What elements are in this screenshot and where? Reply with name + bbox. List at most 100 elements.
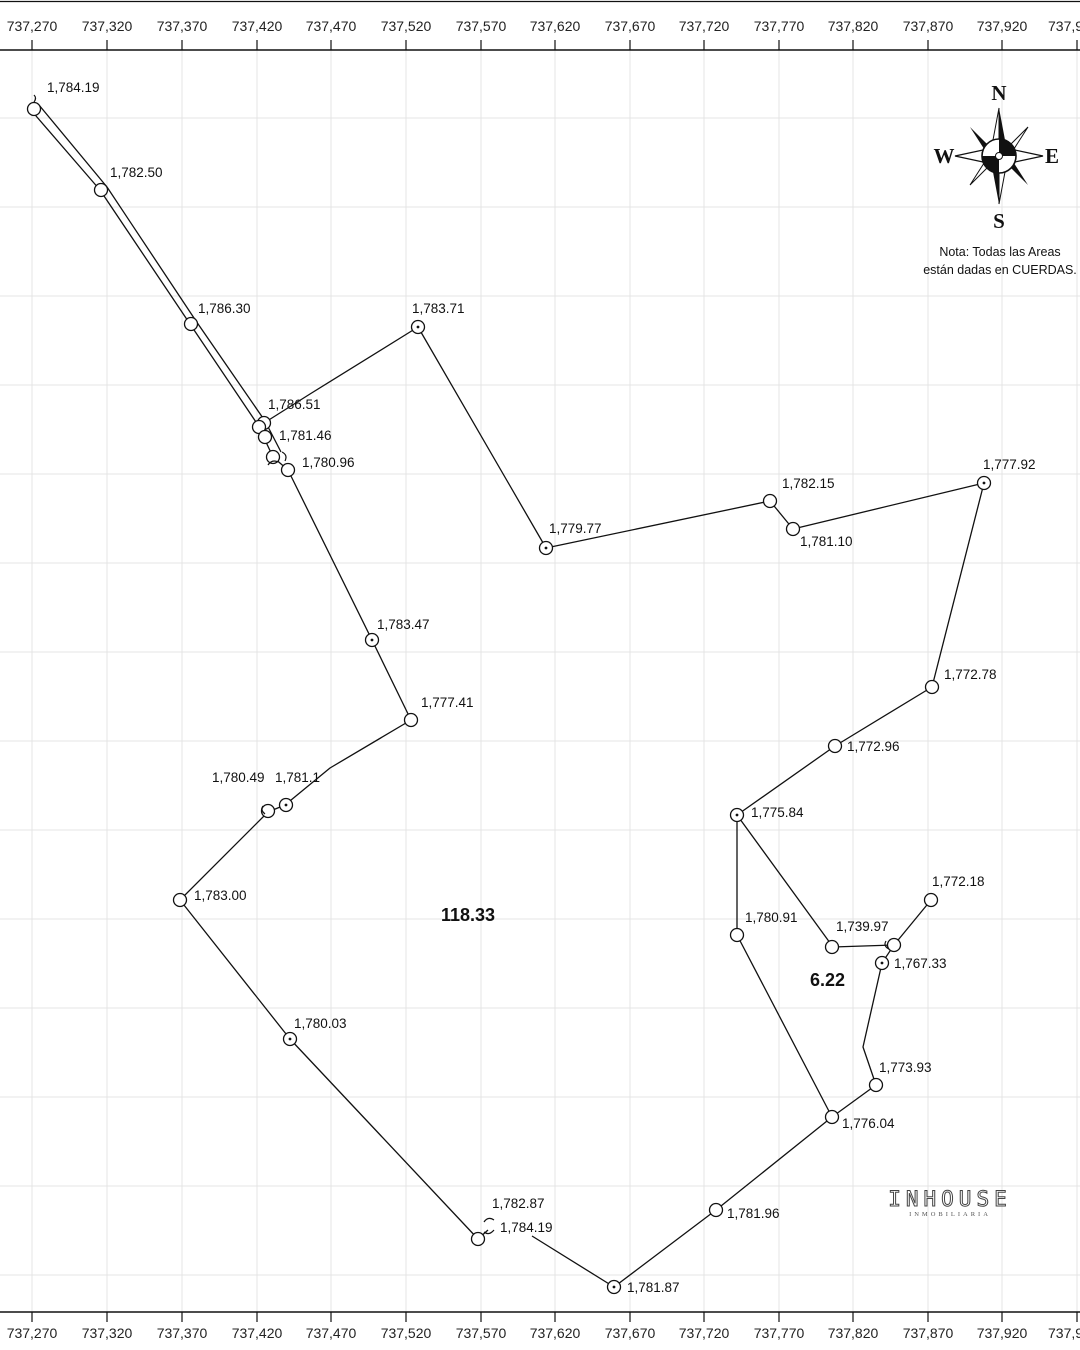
- survey-point: [924, 679, 940, 695]
- area-label-main: 118.33: [441, 905, 495, 925]
- point-label: 1,782.87: [492, 1196, 545, 1211]
- point-label: 1,781.46: [279, 428, 332, 443]
- point-label: 1,784.19: [500, 1220, 553, 1235]
- bottom-tick-label: 737,9: [1048, 1325, 1080, 1341]
- top-axis: 737,270 737,320 737,370 737,420 737,470 …: [7, 18, 1080, 50]
- point-label: 1,779.77: [549, 521, 602, 536]
- point-label: 1,739.97: [836, 919, 889, 934]
- area-note-line2: están dadas en CUERDAS.: [923, 263, 1077, 277]
- point-label: 1,784.19: [47, 80, 100, 95]
- top-tick-label: 737,9: [1048, 18, 1080, 34]
- bottom-tick-label: 737,720: [679, 1325, 730, 1341]
- survey-point: [785, 521, 801, 537]
- point-label: 1,772.18: [932, 874, 985, 889]
- grid: [0, 50, 1080, 1312]
- bottom-axis: 737,270 737,320 737,370 737,420 737,470 …: [7, 1312, 1080, 1341]
- point-label: 1,775.84: [751, 805, 804, 820]
- top-tick-label: 737,920: [977, 18, 1028, 34]
- boundary-spur: [893, 899, 932, 946]
- area-label-small: 6.22: [810, 970, 845, 990]
- point-label: 1,786.30: [198, 301, 251, 316]
- point-label: 1,780.49: [212, 770, 265, 785]
- compass-north: N: [991, 81, 1006, 105]
- bottom-tick-label: 737,920: [977, 1325, 1028, 1341]
- top-tick-label: 737,870: [903, 18, 954, 34]
- point-label: 1,777.92: [983, 457, 1036, 472]
- survey-point: [886, 937, 902, 953]
- bottom-tick-label: 737,470: [306, 1325, 357, 1341]
- top-tick-label: 737,520: [381, 18, 432, 34]
- point-label: 1,782.50: [110, 165, 163, 180]
- survey-point-centers: [284, 325, 986, 1289]
- survey-point: [868, 1077, 884, 1093]
- point-label: 1,781.87: [627, 1280, 680, 1295]
- survey-point: [172, 892, 188, 908]
- bottom-tick-label: 737,320: [82, 1325, 133, 1341]
- point-label: 1,780.91: [745, 910, 798, 925]
- bottom-tick-label: 737,370: [157, 1325, 208, 1341]
- point-label: 1,772.96: [847, 739, 900, 754]
- survey-point: [729, 927, 745, 943]
- point-label: 1,773.93: [879, 1060, 932, 1075]
- survey-point: [708, 1202, 724, 1218]
- point-arcs: [33, 94, 890, 1235]
- top-tick-label: 737,470: [306, 18, 357, 34]
- bottom-tick-label: 737,870: [903, 1325, 954, 1341]
- bottom-tick-label: 737,670: [605, 1325, 656, 1341]
- brand-logo: INHOUSE INMOBILIARIA: [888, 1187, 1012, 1219]
- bottom-tick-label: 737,270: [7, 1325, 58, 1341]
- point-labels: 1,784.19 1,782.50 1,786.30 1,786.51 1,78…: [47, 80, 1036, 1295]
- point-label: 1,780.03: [294, 1016, 347, 1031]
- top-tick-label: 737,820: [828, 18, 879, 34]
- point-label: 1,781.1: [275, 770, 320, 785]
- survey-point: [260, 803, 276, 819]
- bottom-tick-label: 737,570: [456, 1325, 507, 1341]
- boundary-west-side: [179, 469, 489, 1240]
- survey-point: [257, 429, 273, 445]
- survey-point: [280, 462, 296, 478]
- point-label: 1,767.33: [894, 956, 947, 971]
- point-label: 1,783.00: [194, 888, 247, 903]
- top-tick-label: 737,270: [7, 18, 58, 34]
- survey-point: [470, 1231, 486, 1247]
- top-tick-label: 737,320: [82, 18, 133, 34]
- compass-east: E: [1045, 144, 1059, 168]
- point-label: 1,772.78: [944, 667, 997, 682]
- survey-point: [824, 1109, 840, 1125]
- survey-point: [403, 712, 419, 728]
- top-tick-label: 737,670: [605, 18, 656, 34]
- point-label: 1,777.41: [421, 695, 474, 710]
- bottom-tick-label: 737,820: [828, 1325, 879, 1341]
- area-note-line1: Nota: Todas las Areas: [939, 245, 1060, 259]
- point-label: 1,786.51: [268, 397, 321, 412]
- top-tick-label: 737,420: [232, 18, 283, 34]
- bottom-tick-label: 737,420: [232, 1325, 283, 1341]
- bottom-tick-label: 737,620: [530, 1325, 581, 1341]
- brand-name: INHOUSE: [888, 1187, 1012, 1211]
- top-tick-label: 737,570: [456, 18, 507, 34]
- point-label: 1,781.96: [727, 1206, 780, 1221]
- compass-west: W: [934, 144, 955, 168]
- top-tick-label: 737,620: [530, 18, 581, 34]
- point-label: 1,776.04: [842, 1116, 895, 1131]
- survey-point: [183, 316, 199, 332]
- bottom-tick-label: 737,770: [754, 1325, 805, 1341]
- survey-point: [26, 101, 42, 117]
- survey-point: [923, 892, 939, 908]
- point-label: 1,783.47: [377, 617, 430, 632]
- compass-south: S: [993, 209, 1005, 233]
- compass-rose-icon: N S W E: [934, 81, 1060, 233]
- top-tick-label: 737,770: [754, 18, 805, 34]
- point-label: 1,780.96: [302, 455, 355, 470]
- point-label: 1,783.71: [412, 301, 465, 316]
- bottom-tick-label: 737,520: [381, 1325, 432, 1341]
- survey-point: [762, 493, 778, 509]
- survey-point: [824, 939, 840, 955]
- point-label: 1,781.10: [800, 534, 853, 549]
- brand-subtitle: INMOBILIARIA: [909, 1211, 991, 1218]
- survey-point: [93, 182, 109, 198]
- survey-point: [827, 738, 843, 754]
- survey-point: [265, 449, 281, 465]
- top-tick-label: 737,720: [679, 18, 730, 34]
